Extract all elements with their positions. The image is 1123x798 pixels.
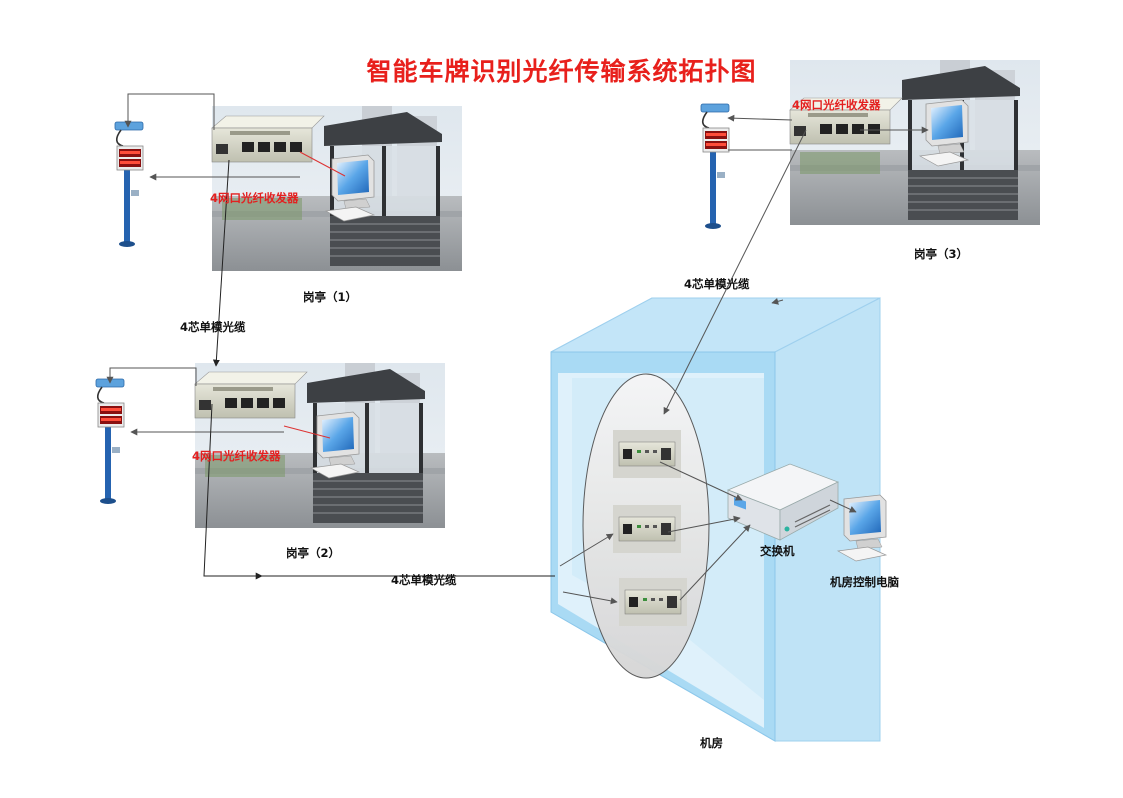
- booth-3-camera-pole: [700, 103, 730, 230]
- room-converter-2: [612, 504, 682, 554]
- room-pc-label: 机房控制电脑: [830, 575, 899, 589]
- room-label: 机房: [700, 736, 723, 750]
- booth-2-converter-label: 4网口光纤收发器: [192, 449, 281, 463]
- cable-label-3: 4芯单模光缆: [684, 277, 750, 291]
- connection-lines: [106, 93, 929, 605]
- diagram-title: 智能车牌识别光纤传输系统拓扑图: [366, 57, 757, 86]
- room-converter-3: [618, 577, 688, 627]
- booth-3-converter-label: 4网口光纤收发器: [792, 98, 881, 112]
- booth-1-converter: [211, 115, 325, 163]
- room-converter-1: [612, 429, 682, 479]
- cable-label-1: 4芯单模光缆: [180, 320, 246, 334]
- booth-2-label: 岗亭（2）: [286, 546, 341, 560]
- cable-label-2: 4芯单模光缆: [391, 573, 457, 587]
- booth-2-camera-pole: [95, 378, 125, 505]
- booth-3-label: 岗亭（3）: [914, 247, 969, 261]
- booth-1-converter-label: 4网口光纤收发器: [210, 191, 299, 205]
- booth-1-label: 岗亭（1）: [303, 290, 358, 304]
- switch-label: 交换机: [760, 544, 795, 558]
- booth-1-camera-pole: [114, 121, 144, 248]
